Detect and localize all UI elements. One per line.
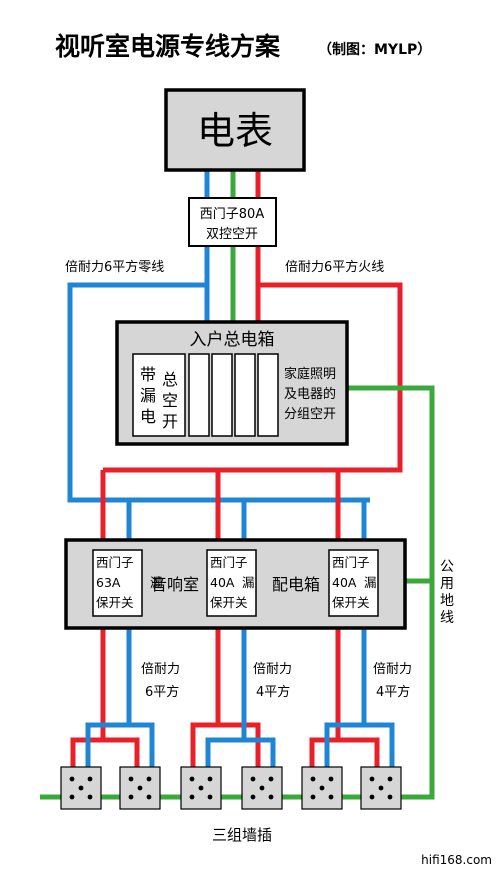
live-out-2b bbox=[218, 722, 261, 775]
neutral-out-1a bbox=[85, 628, 132, 775]
audio-panel-label-left: 音响室 bbox=[151, 575, 199, 594]
audio-breaker-3-type2: 保开关 bbox=[332, 595, 370, 610]
branch-label-line3: 分组空开 bbox=[284, 407, 336, 422]
leakage-breaker-c1r2: 漏 bbox=[140, 386, 156, 405]
audio-breaker-3 bbox=[328, 549, 379, 617]
leakage-breaker-c2r2: 空 bbox=[162, 391, 178, 410]
cable-3-size: 4平方 bbox=[376, 684, 410, 700]
live-out-2a bbox=[190, 628, 221, 775]
main-switch-line1: 西门子80A bbox=[200, 207, 265, 222]
neutral-out-2b bbox=[244, 737, 276, 775]
entry-panel: 入户总电箱 带 漏 电 总 空 开 家庭照明 及电器的 分组空开 bbox=[115, 320, 349, 446]
audio-breaker-2-rating: 40A bbox=[210, 575, 235, 590]
wall-outlet bbox=[180, 766, 222, 810]
audio-breaker-1-type2: 保开关 bbox=[96, 595, 134, 610]
branch-label-line1: 家庭照明 bbox=[284, 366, 336, 382]
cable-2-brand: 倍耐力 bbox=[253, 662, 292, 677]
audio-breaker-2-brand: 西门子 bbox=[210, 555, 248, 570]
diagram-title: 视听室电源专线方案 bbox=[55, 32, 281, 61]
ground-label: 公 用 地 线 bbox=[440, 559, 454, 626]
wall-outlet bbox=[119, 766, 161, 810]
branch-breaker-3 bbox=[234, 353, 256, 437]
leakage-breaker-c1r1: 带 bbox=[140, 365, 156, 384]
diagram-credit: （制图：MYLP） bbox=[318, 41, 431, 58]
neutral-out-3a bbox=[324, 628, 367, 775]
audio-panel: 西门子 63A 保开关 漏 音响室 西门子 40A 保开关 漏 配电箱 西门子 … bbox=[64, 538, 407, 630]
meter-box: 电表 bbox=[164, 88, 306, 172]
audio-breaker-1-rating: 63A bbox=[96, 575, 121, 590]
audio-breaker-3-brand: 西门子 bbox=[332, 555, 370, 570]
audio-breaker-1-brand: 西门子 bbox=[96, 555, 134, 570]
leakage-breaker bbox=[132, 353, 186, 437]
branch-breaker-1 bbox=[188, 353, 210, 437]
ground-label-1: 公 bbox=[440, 559, 454, 575]
wall-outlet bbox=[241, 766, 283, 810]
entry-panel-title: 入户总电箱 bbox=[190, 330, 275, 350]
live-bypass-wire bbox=[103, 282, 403, 473]
leakage-breaker-c2r3: 开 bbox=[162, 412, 178, 431]
cable-2-size: 4平方 bbox=[256, 684, 290, 700]
leakage-breaker-c1r3: 电 bbox=[140, 407, 156, 426]
audio-breaker-2-type2: 保开关 bbox=[210, 595, 248, 610]
neutral-out-2a bbox=[205, 628, 247, 775]
ground-riser-wire bbox=[345, 385, 435, 800]
main-switch-box: 西门子80A 双控空开 bbox=[188, 197, 277, 247]
ground-label-3: 地 bbox=[440, 593, 454, 609]
watermark: hifi168.com bbox=[421, 853, 492, 867]
branch-breaker-4 bbox=[257, 353, 279, 437]
ground-label-4: 线 bbox=[440, 610, 454, 626]
meter-label: 电表 bbox=[197, 109, 273, 153]
audio-breaker-1-type: 漏 bbox=[150, 575, 163, 590]
branch-breaker-2 bbox=[211, 353, 233, 437]
neutral-wire-label: 倍耐力6平方零线 bbox=[65, 259, 164, 275]
wall-outlet bbox=[301, 766, 343, 810]
audio-breaker-2 bbox=[206, 549, 257, 617]
cable-3-brand: 倍耐力 bbox=[373, 662, 412, 677]
ground-label-2: 用 bbox=[440, 576, 454, 592]
audio-breaker-3-rating: 40A bbox=[332, 575, 357, 590]
cable-1-size: 6平方 bbox=[145, 684, 179, 700]
audio-breaker-1 bbox=[92, 549, 143, 617]
audio-breaker-3-type: 漏 bbox=[364, 575, 377, 590]
neutral-out-1b bbox=[129, 722, 155, 775]
cable-1-brand: 倍耐力 bbox=[141, 662, 180, 677]
neutral-out-3b bbox=[364, 722, 395, 775]
wall-outlet bbox=[60, 766, 102, 810]
leakage-breaker-c2r1: 总 bbox=[162, 370, 178, 389]
live-wire-label: 倍耐力6平方火线 bbox=[285, 259, 384, 275]
wall-outlet bbox=[360, 766, 402, 810]
branch-label-line2: 及电器的 bbox=[284, 386, 336, 402]
audio-breaker-2-type: 漏 bbox=[242, 575, 255, 590]
main-switch-line2: 双控空开 bbox=[206, 227, 258, 242]
audio-panel-label-right: 配电箱 bbox=[272, 575, 320, 594]
wall-outlets bbox=[60, 766, 402, 810]
outlets-label: 三组墙插 bbox=[212, 826, 272, 844]
live-out-1b bbox=[103, 737, 140, 775]
live-out-3b bbox=[338, 737, 380, 775]
